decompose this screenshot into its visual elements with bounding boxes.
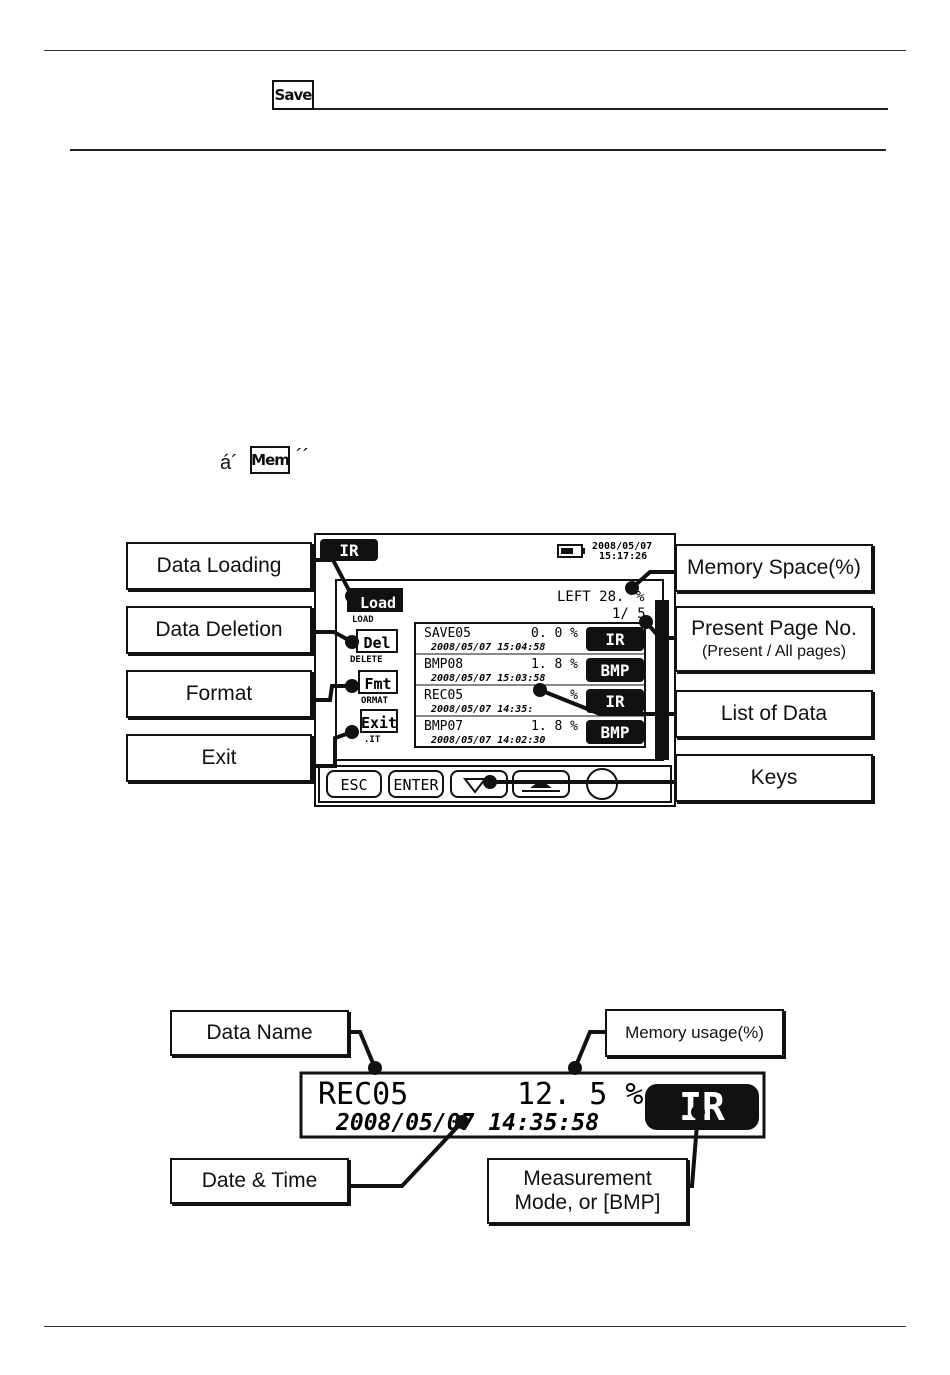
callout-list-of-data: List of Data bbox=[675, 690, 873, 738]
load-key-label: Load bbox=[360, 594, 396, 612]
detail-name: REC05 bbox=[318, 1077, 408, 1112]
callout-exit: Exit bbox=[126, 734, 312, 782]
esc-key-label: ESC bbox=[340, 776, 367, 794]
callout-format: Format bbox=[126, 670, 312, 718]
callout-data-name: Data Name bbox=[170, 1010, 349, 1056]
list-item-mode-badge bbox=[586, 720, 644, 744]
list-item-mode: BMP bbox=[601, 661, 630, 680]
callout-date-time: Date & Time bbox=[170, 1158, 349, 1204]
list-item-name: BMP07 bbox=[424, 719, 463, 734]
list-item-name: REC05 bbox=[424, 688, 463, 703]
callout-present-page: Present Page No.(Present / All pages) bbox=[675, 606, 873, 672]
memory-left-unit: % bbox=[636, 589, 645, 605]
scroll-down-icon bbox=[462, 778, 488, 794]
callout-connectors bbox=[310, 558, 674, 784]
list-item-usage: 1. 8 % bbox=[531, 657, 578, 672]
list-item-usage: % bbox=[570, 688, 578, 703]
list-item-mode: BMP bbox=[601, 723, 630, 742]
fmt-key-label: Fmt bbox=[364, 675, 391, 693]
list-item-mode-badge bbox=[586, 689, 644, 713]
fmt-key-caption: ORMAT bbox=[361, 696, 389, 706]
bottom-rule bbox=[44, 1326, 906, 1327]
list-item-mode: IR bbox=[605, 630, 625, 649]
section-rule bbox=[70, 149, 886, 151]
page-indicator: 1/ 5 bbox=[612, 606, 646, 622]
list-item-datetime: 2008/05/07 14:35: bbox=[430, 704, 533, 715]
save-key-icon: Save bbox=[272, 80, 314, 110]
del-key-label: Del bbox=[363, 634, 390, 652]
callout-memory-usage: Memory usage(%) bbox=[605, 1009, 784, 1057]
exit-key-caption: .IT bbox=[364, 735, 381, 745]
exit-key-label: Exit bbox=[361, 714, 397, 732]
exit-key-icon bbox=[360, 709, 398, 733]
mem-key-icon: Mem bbox=[250, 446, 290, 474]
list-item-datetime: 2008/05/07 15:04:58 bbox=[430, 642, 545, 653]
fmt-key-icon bbox=[358, 670, 398, 694]
list-item[interactable]: REC05% 2008/05/07 14:35: IR bbox=[416, 684, 644, 715]
list-item-mode-badge bbox=[586, 658, 644, 682]
screen-time: 15:17:26 bbox=[599, 551, 647, 562]
detail-connectors bbox=[346, 1030, 700, 1188]
list-item-datetime: 2008/05/07 14:02:30 bbox=[430, 735, 545, 746]
esc-key bbox=[326, 770, 382, 798]
enter-key bbox=[388, 770, 444, 798]
callout-data-deletion: Data Deletion bbox=[126, 606, 312, 654]
list-item[interactable]: BMP07 1. 8 %2008/05/07 14:02:30 BMP bbox=[416, 715, 644, 746]
callout-data-loading: Data Loading bbox=[126, 542, 312, 590]
top-rule bbox=[44, 50, 906, 51]
callout-memory-space: Memory Space(%) bbox=[675, 544, 873, 592]
detail-usage: 12. 5 % bbox=[517, 1077, 643, 1112]
list-item-usage: 1. 8 % bbox=[531, 719, 578, 734]
del-key-caption: DELETE bbox=[350, 655, 383, 665]
mode-badge-label: IR bbox=[339, 541, 359, 560]
data-entry-detail-figure: REC05 12. 5 % 2008/05/07 14:35:58 IR bbox=[299, 1030, 766, 1188]
memory-screen-figure: IR 2008/05/07 15:17:26 Load LOAD Del DEL… bbox=[310, 533, 676, 807]
heading-underline bbox=[314, 108, 888, 110]
callout-keys: Keys bbox=[675, 754, 873, 802]
load-key-caption: LOAD bbox=[352, 615, 374, 625]
memory-left-readout: LEFT 28. bbox=[557, 589, 624, 605]
screen-date: 2008/05/07 bbox=[592, 541, 652, 552]
mem-suffix: ´´ bbox=[296, 446, 310, 468]
list-item[interactable]: SAVE05 0. 0 %2008/05/07 15:04:58 IR bbox=[424, 626, 644, 653]
list-item-name: BMP08 bbox=[424, 657, 463, 672]
enter-key-label: ENTER bbox=[393, 776, 439, 794]
list-item-mode: IR bbox=[605, 692, 625, 711]
mode-badge bbox=[320, 539, 378, 561]
list-item[interactable]: BMP08 1. 8 %2008/05/07 15:03:58 BMP bbox=[416, 653, 644, 684]
list-item-datetime: 2008/05/07 15:03:58 bbox=[430, 673, 545, 684]
list-item-mode-badge bbox=[586, 627, 644, 651]
list-item-usage: 0. 0 % bbox=[531, 626, 578, 641]
mem-prefix: á´ bbox=[220, 452, 238, 474]
list-item-name: SAVE05 bbox=[424, 626, 471, 641]
